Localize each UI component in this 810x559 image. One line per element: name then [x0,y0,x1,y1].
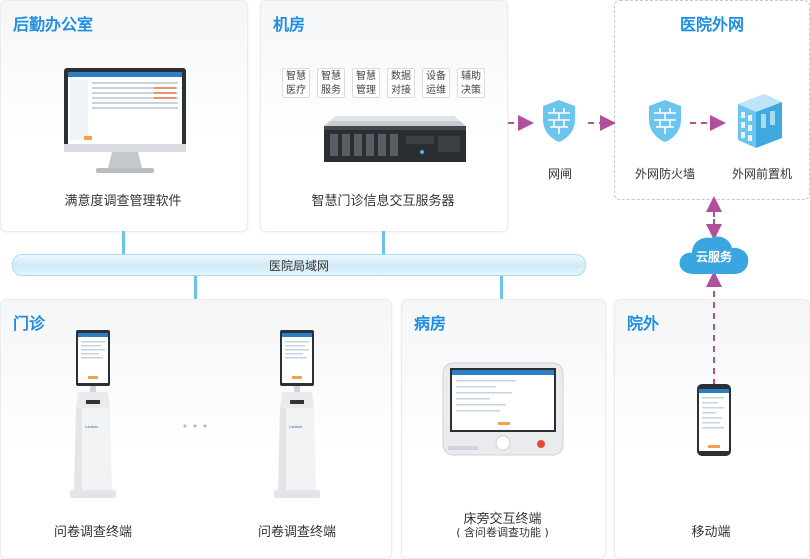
bedside-terminal-icon [442,362,564,456]
mobile-phone-icon [697,384,731,456]
ward-lan-link [500,274,503,299]
outpatient-lan-link [194,274,197,299]
module-smart-service-line2: 服务 [321,85,341,96]
gateway-shield-icon [543,100,575,142]
cloud-label: 云服务 [695,250,732,264]
module-device-ops: 设备运维 [422,68,450,98]
module-decision-support-line1: 辅助 [461,71,481,82]
module-data-integration-line1: 数据 [391,71,411,82]
machine-room-panel: 机房 [260,0,508,232]
bedside-sub-caption: ( 含问卷调查功能 ) [456,526,549,539]
module-decision-support: 辅助决策 [457,68,485,98]
kiosk-1-caption: 问卷调查终端 [53,525,132,540]
svg-text:Lanbon: Lanbon [289,424,302,429]
module-smart-medical-line2: 医疗 [286,85,306,96]
server-caption: 智慧门诊信息交互服务器 [311,194,455,209]
cloud-icon [679,236,749,274]
bedside-caption: 床旁交互终端 [463,512,542,527]
kiosk-2-caption: 问卷调查终端 [257,525,336,540]
module-smart-management-line2: 管理 [356,85,376,96]
mobile-caption: 移动端 [691,525,731,540]
backoffice-lan-link [122,231,125,255]
module-smart-management-line1: 智慧 [356,71,376,82]
module-smart-service-line1: 智慧 [321,71,341,82]
survey-kiosk-icon: Lanbon [274,330,320,498]
module-data-integration-line2: 对接 [391,85,411,96]
module-smart-medical-line1: 智慧 [286,71,306,82]
ward-title: 病房 [414,314,447,333]
svg-text:Lanbon: Lanbon [85,424,98,429]
firewall-label: 外网防火墙 [634,167,695,181]
firewall-shield-icon [649,100,681,142]
module-device-ops-line2: 运维 [426,85,446,96]
module-device-ops-line1: 设备 [426,71,446,82]
outpatient-title: 门诊 [13,314,46,333]
module-smart-service: 智慧服务 [317,68,345,98]
backoffice-caption: 满意度调查管理软件 [64,194,182,209]
outside-title: 院外 [627,314,660,333]
machine-room-title: 机房 [273,15,306,34]
server-icon [324,116,466,162]
module-data-integration: 数据对接 [387,68,415,98]
backoffice-title: 后勤办公室 [13,15,94,34]
front-end-server-icon [738,94,782,148]
module-decision-support-line2: 决策 [461,85,481,96]
front-end-label: 外网前置机 [731,167,792,181]
survey-kiosk-icon: Lanbon [70,330,116,498]
hospital-lan-label: 医院局域网 [268,259,329,273]
module-smart-medical: 智慧医疗 [282,68,310,98]
gateway-label: 网闸 [547,167,572,181]
external-net-title: 医院外网 [679,15,744,34]
hospital-lan-bar: 医院局域网 [12,254,586,276]
monitor-icon [64,68,186,173]
machine-room-lan-link [382,231,385,255]
module-smart-management: 智慧管理 [352,68,380,98]
kiosk-ellipsis: • • • [181,420,209,433]
